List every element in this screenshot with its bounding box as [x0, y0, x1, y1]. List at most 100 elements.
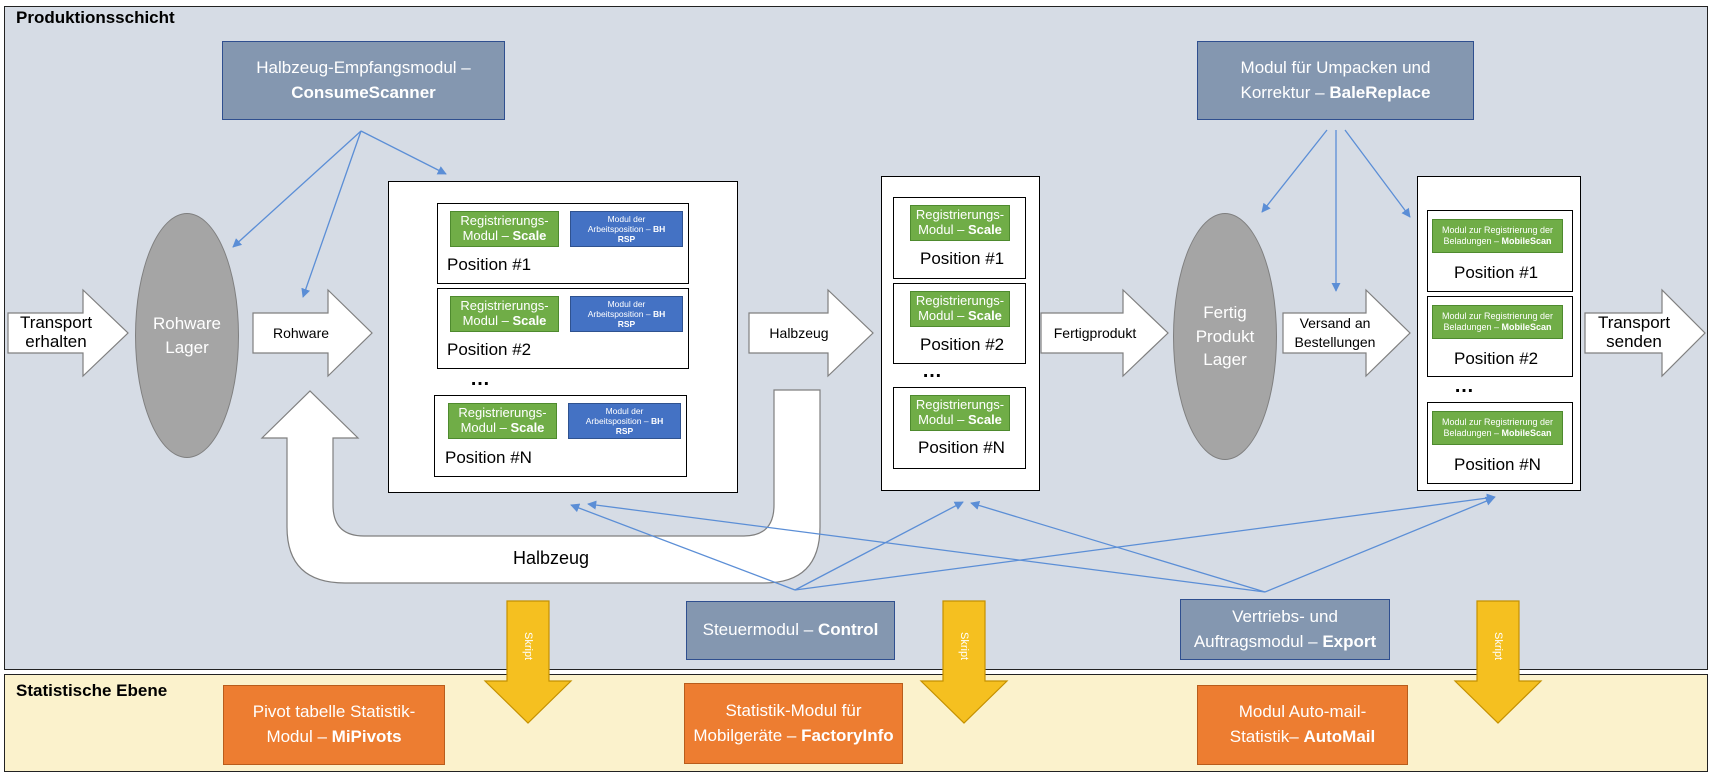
work-area-2-position-2: Registrierungs- Modul – Scale Position #… — [893, 283, 1026, 364]
production-layer-title: Produktionsschicht — [16, 8, 175, 27]
factory-line1: Statistik-Modul für — [725, 700, 862, 720]
work-area-1-position-1: Registrierungs- Modul – Scale Modul der … — [437, 203, 689, 284]
arrow-versand — [1282, 288, 1411, 378]
versand-line2: Bestellungen — [1294, 334, 1376, 350]
export-name: Export — [1322, 631, 1377, 651]
mipivots-module: Pivot tabelle Statistik- Modul – MiPivot… — [223, 685, 445, 765]
connector — [301, 130, 362, 298]
connector — [1261, 129, 1328, 213]
work-area-1-ellipsis: … — [470, 368, 492, 390]
arrow-transport-in — [7, 288, 129, 378]
automail-line2: Statistik– — [1229, 727, 1299, 746]
scale-tag: Registrierungs- Modul – Scale — [450, 211, 559, 247]
work-area-2-ellipsis: … — [922, 360, 944, 382]
bale-name: BaleReplace — [1329, 82, 1431, 102]
position-label: Position #2 — [1454, 349, 1539, 368]
transport-out-line1: Transport — [1597, 313, 1671, 333]
arrow-transport-out-label: Transport senden — [1587, 312, 1681, 354]
finished-storage-line1: Fertig — [1203, 302, 1247, 322]
connector — [587, 500, 1266, 593]
bale-line2: Korrektur – — [1240, 82, 1325, 102]
position-label: Position #2 — [920, 335, 1005, 354]
position-label: Position #1 — [1454, 263, 1539, 282]
position-label: Position #1 — [447, 255, 532, 274]
connector — [570, 503, 796, 591]
connector — [794, 501, 964, 591]
connector — [794, 493, 1496, 591]
scale-tag: Registrierungs- Modul – Scale — [910, 291, 1010, 327]
position-label: Position #N — [445, 448, 532, 467]
mobilescan-tag: Modul zur Registrierung der Beladungen –… — [1432, 411, 1563, 445]
automail-name: AutoMail — [1303, 727, 1376, 746]
connector — [1264, 496, 1495, 593]
arrow-halbzeug-label: Halbzeug — [769, 324, 829, 341]
consume-line1: Halbzeug-Empfangsmodul – — [256, 57, 471, 77]
raw-storage-line1: Rohware — [152, 313, 222, 333]
mipivots-name: MiPivots — [331, 727, 402, 746]
control-module: Steuermodul – Control — [686, 601, 895, 660]
export-line2: Auftragsmodul – — [1193, 631, 1318, 651]
position-label: Position #N — [1454, 455, 1541, 474]
transport-in-line2: erhalten — [25, 332, 87, 351]
rsp-tag: Modul der Arbeitsposition – BH RSP — [570, 296, 683, 332]
connector — [360, 130, 447, 175]
finished-storage: Fertig Produkt Lager — [1173, 213, 1277, 460]
scale-tag: Registrierungs- Modul – Scale — [450, 296, 559, 332]
work-area-2-position-n: Registrierungs- Modul – Scale Position #… — [893, 387, 1026, 469]
bale-line1: Modul für Umpacken und — [1240, 57, 1431, 77]
work-area-3-ellipsis: … — [1454, 375, 1476, 397]
transport-out-line2: senden — [1606, 332, 1662, 351]
halbzeug-loop-label: Halbzeug — [513, 548, 590, 568]
raw-storage-line2: Lager — [165, 337, 209, 357]
skript-label-2: Skript — [958, 632, 970, 661]
automail-module: Modul Auto-mail- Statistik– AutoMail — [1197, 685, 1408, 765]
factory-name: FactoryInfo — [801, 725, 894, 745]
arrow-versand-label: Versand an Bestellungen — [1285, 313, 1385, 353]
versand-line1: Versand an — [1299, 315, 1371, 332]
arrow-transport-in-label: Transport erhalten — [10, 312, 102, 354]
control-line1: Steuermodul – — [702, 620, 814, 640]
position-label: Position #1 — [920, 249, 1005, 268]
connector — [1344, 129, 1411, 218]
mobilescan-tag: Modul zur Registrierung der Beladungen –… — [1432, 305, 1563, 339]
export-line1: Vertriebs- und — [1232, 606, 1338, 626]
arrow-rohware — [252, 288, 373, 378]
rsp-tag: Modul der Arbeitsposition – BH RSP — [570, 211, 683, 247]
skript-arrow-3 — [1453, 600, 1543, 724]
consume-name: ConsumeScanner — [291, 82, 436, 102]
position-label: Position #2 — [447, 340, 532, 359]
work-area-3-position-n: Modul zur Registrierung der Beladungen –… — [1427, 402, 1573, 484]
export-module: Vertriebs- und Auftragsmodul – Export — [1180, 599, 1390, 660]
mipivots-line2: Modul – — [266, 727, 327, 746]
control-name: Control — [817, 620, 879, 640]
finished-storage-line3: Lager — [1203, 350, 1247, 370]
arrow-fertigprodukt-label: Fertigprodukt — [1053, 324, 1137, 341]
automail-line1: Modul Auto-mail- — [1238, 702, 1367, 722]
bale-replace-module: Modul für Umpacken und Korrektur – BaleR… — [1197, 41, 1474, 120]
arrow-halbzeug — [748, 288, 874, 378]
connector — [970, 501, 1266, 593]
rsp-tag: Modul der Arbeitsposition – BH RSP — [568, 403, 681, 439]
transport-in-line1: Transport — [19, 313, 93, 333]
raw-storage: Rohware Lager — [135, 213, 239, 458]
finished-storage-line2: Produkt — [1195, 326, 1255, 346]
factory-line2: Mobilgeräte – — [693, 725, 797, 745]
statistics-layer-title: Statistische Ebene — [16, 681, 168, 700]
mobilescan-tag: Modul zur Registrierung der Beladungen –… — [1432, 219, 1563, 253]
arrow-rohware-label: Rohware — [272, 324, 330, 341]
arrow-fertigprodukt — [1040, 288, 1169, 378]
scale-tag: Registrierungs- Modul – Scale — [910, 205, 1010, 241]
skript-arrow-2 — [919, 600, 1009, 724]
work-area-1-position-n: Registrierungs- Modul – Scale Modul der … — [434, 395, 687, 477]
work-area-3-position-2: Modul zur Registrierung der Beladungen –… — [1427, 296, 1573, 377]
scale-tag: Registrierungs- Modul – Scale — [910, 395, 1010, 431]
scale-tag: Registrierungs- Modul – Scale — [448, 403, 557, 439]
factoryinfo-module: Statistik-Modul für Mobilgeräte – Factor… — [684, 683, 903, 764]
consume-scanner-module: Halbzeug-Empfangsmodul – ConsumeScanner — [222, 41, 505, 120]
skript-label-3: Skript — [1492, 632, 1504, 661]
arrow-transport-out — [1584, 288, 1706, 378]
skript-arrow-1 — [483, 600, 573, 724]
position-label: Position #N — [918, 438, 1005, 457]
work-area-1-position-2: Registrierungs- Modul – Scale Modul der … — [437, 288, 689, 369]
